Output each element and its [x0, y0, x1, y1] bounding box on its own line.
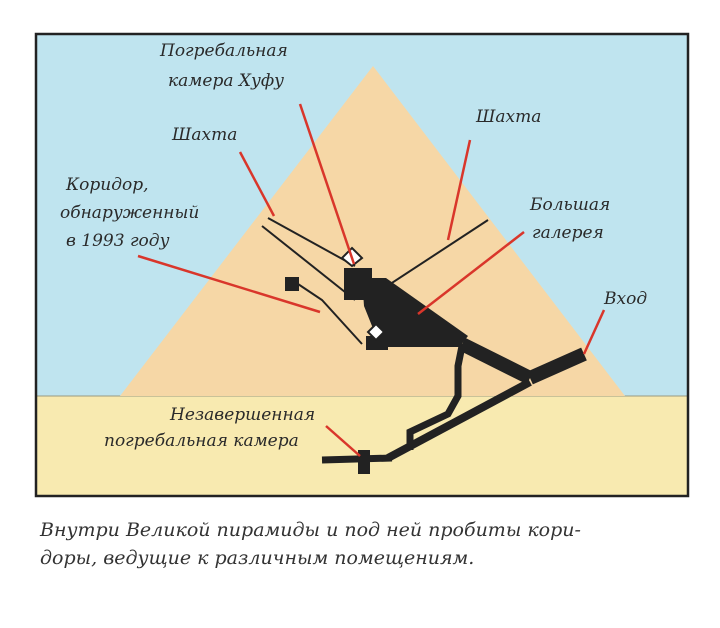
lower-shaft-line	[261, 225, 356, 301]
label-gallery-line2: галерея	[532, 223, 604, 243]
shaft-left-line	[267, 217, 356, 267]
pyramid-body	[120, 66, 625, 396]
leader-entrance	[582, 309, 606, 355]
caption-line-1: Внутри Великой пирамиды и под ней пробит…	[40, 519, 581, 541]
label-khufu-line2: камера Хуфу	[168, 71, 284, 91]
middle-chamber	[366, 336, 388, 350]
label-shaft-right: Шахта	[475, 107, 541, 127]
corridor-1993-line	[297, 283, 363, 345]
figure-caption: Внутри Великой пирамиды и под ней пробит…	[40, 516, 690, 572]
middle-roof-icon	[366, 322, 386, 342]
leader-corridor	[137, 254, 321, 314]
ground-area	[36, 396, 688, 496]
label-corridor-line1: Коридор,	[65, 175, 149, 195]
label-unfinished-line1: Незавершенная	[169, 405, 315, 425]
grand-gallery	[362, 278, 468, 346]
leader-khufu	[298, 103, 356, 265]
figure-frame	[34, 32, 690, 498]
leader-unfinished	[325, 425, 361, 457]
label-khufu-line1: Погребальная	[159, 41, 288, 61]
ascending-passage	[458, 337, 534, 385]
label-gallery-line1: Большая	[529, 195, 610, 215]
label-shaft-left: Шахта	[171, 125, 237, 145]
label-unfinished-line2: погребальная камера	[104, 431, 299, 451]
leader-shaft-left	[238, 151, 276, 217]
well-shaft	[406, 345, 466, 450]
bottom-passage	[321, 454, 393, 464]
entrance-passage	[527, 347, 587, 385]
label-corridor-line3: в 1993 году	[66, 231, 170, 251]
label-entrance: Вход	[603, 289, 647, 309]
corridor-1993-block	[285, 277, 299, 291]
leader-shaft-right	[446, 139, 472, 241]
leader-gallery	[417, 231, 525, 315]
caption-line-2: доры, ведущие к различным помещениям.	[40, 547, 475, 569]
label-corridor-line2: обнаруженный	[60, 203, 199, 223]
unfinished-chamber-block	[358, 450, 370, 474]
